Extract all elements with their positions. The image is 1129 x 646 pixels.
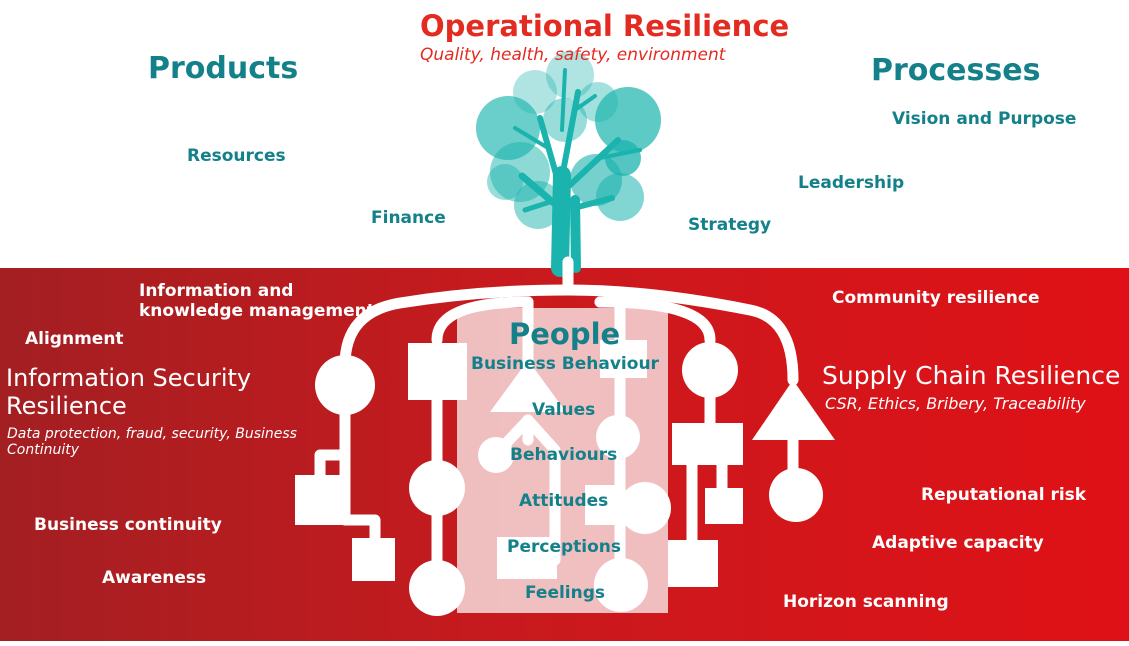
strategy-label: Strategy [688,215,772,235]
people-item-business-behaviour: Business Behaviour [471,354,659,374]
info-knowledge-line2: knowledge management [139,300,375,321]
root-nodes [295,340,835,616]
leadership-label: Leadership [798,173,905,193]
page-title: Operational Resilience [420,9,790,43]
info-knowledge-label: Information and knowledge management [139,281,375,321]
horizon-scanning-label: Horizon scanning [783,592,949,612]
info-security-sub-line2: Continuity [7,442,80,459]
processes-heading: Processes [871,53,1041,88]
adaptive-capacity-label: Adaptive capacity [872,533,1044,553]
info-security-heading: Information Security Resilience [6,364,252,420]
community-resilience-label: Community resilience [832,288,1040,308]
people-item-values: Values [532,400,596,420]
page-subtitle: Quality, health, safety, environment [420,45,726,65]
people-title: People [509,317,621,351]
info-security-sub-line1: Data protection, fraud, security, Busine… [7,426,297,442]
resources-label: Resources [187,146,286,166]
people-item-behaviours: Behaviours [510,445,618,465]
tree-trunk [513,68,642,277]
vision-label: Vision and Purpose [892,109,1077,129]
people-item-attitudes: Attitudes [519,491,609,511]
alignment-label: Alignment [25,329,124,349]
info-security-line2: Resilience [6,391,127,420]
people-item-perceptions: Perceptions [507,537,622,557]
awareness-label: Awareness [102,568,207,588]
info-security-line1: Information Security [6,364,252,392]
info-security-subtitle: Data protection, fraud, security, Busine… [7,426,297,458]
finance-label: Finance [371,208,446,228]
tree-canopy [476,51,661,229]
supply-chain-subtitle: CSR, Ethics, Bribery, Traceability [825,394,1086,413]
products-heading: Products [148,51,299,86]
people-item-feelings: Feelings [525,583,606,603]
business-continuity-label: Business continuity [34,515,222,535]
supply-chain-heading: Supply Chain Resilience [822,361,1121,390]
reputational-risk-label: Reputational risk [921,485,1087,505]
info-knowledge-line1: Information and [139,281,294,301]
